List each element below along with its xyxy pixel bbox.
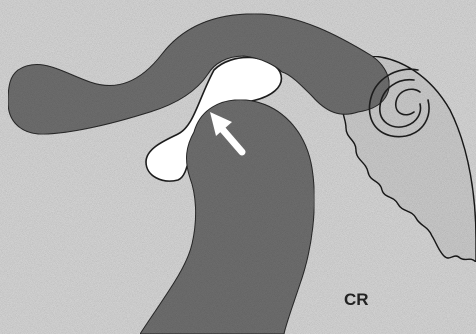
cr-label: CR — [344, 290, 369, 309]
